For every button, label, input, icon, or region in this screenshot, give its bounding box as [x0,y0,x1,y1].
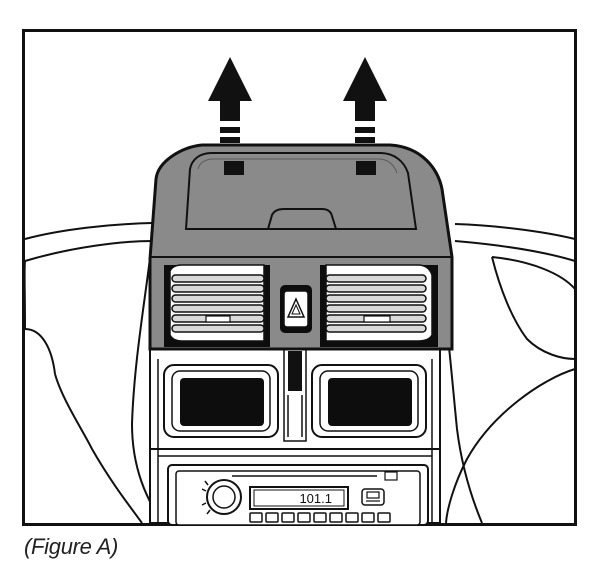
eject-icon[interactable] [361,488,385,506]
preset-buttons[interactable] [249,512,391,523]
bezel-clip-left [224,161,244,175]
left-air-vent [164,264,270,347]
volume-knob-icon[interactable] [201,479,242,515]
right-air-vent [320,264,438,347]
dashboard-outline [23,222,576,524]
hazard-button-icon[interactable] [280,285,312,333]
arrow-up-icon [208,57,252,143]
radio-display-text: 101.1 [299,491,332,506]
figure-caption: (Figure A) [24,534,118,559]
radio-unit: 101.1 [167,464,429,526]
dashboard-illustration: 101.1 [22,29,577,526]
arrow-up-icon [343,57,387,143]
bezel-clip-right [356,161,376,175]
